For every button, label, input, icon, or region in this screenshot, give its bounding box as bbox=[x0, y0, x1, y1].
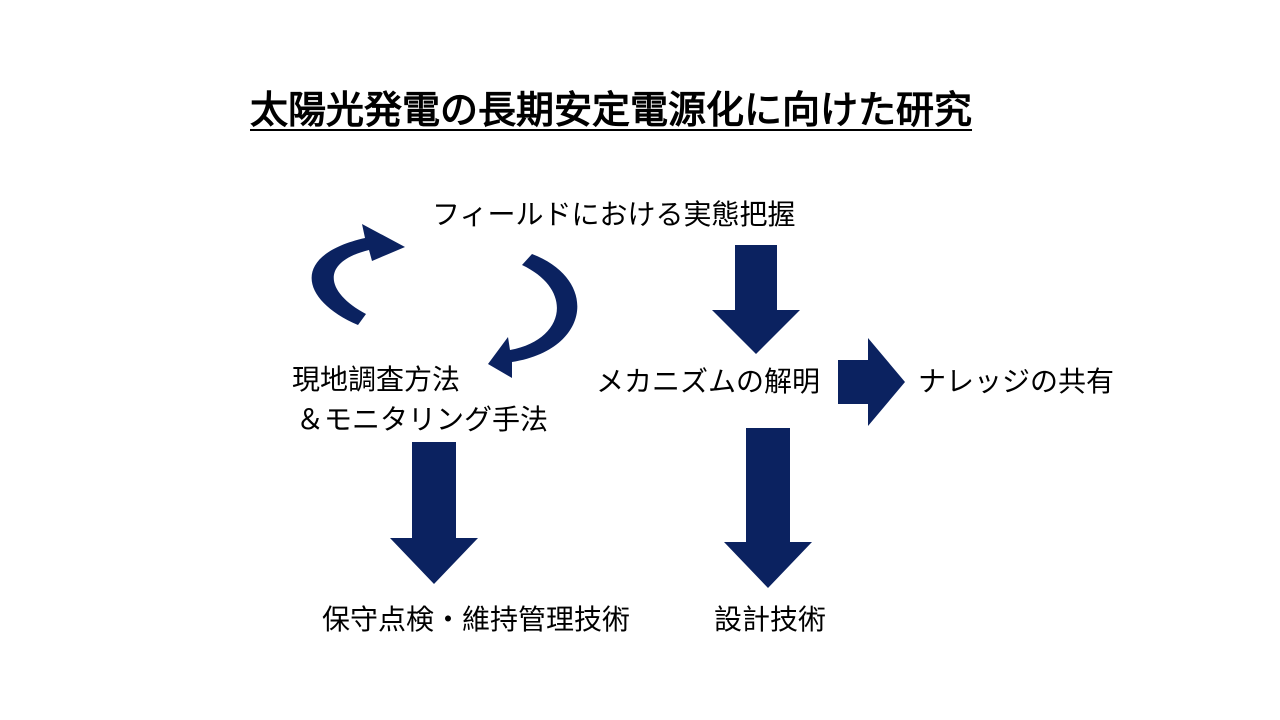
node-survey-method-line2: ＆モニタリング手法 bbox=[296, 403, 549, 436]
node-maintenance-tech: 保守点検・維持管理技術 bbox=[322, 603, 631, 636]
down-arrow-field-to-mechanism bbox=[712, 245, 800, 354]
node-knowledge-sharing: ナレッジの共有 bbox=[918, 365, 1115, 398]
down-arrow-mechanism-to-design bbox=[724, 428, 812, 588]
node-survey-method: 現地調査方法 ＆モニタリング手法 bbox=[292, 360, 548, 440]
right-arrow-mechanism-to-knowledge bbox=[838, 338, 905, 426]
curved-arrow-right bbox=[488, 254, 578, 378]
node-survey-method-line1: 現地調査方法 bbox=[292, 363, 461, 396]
node-field-survey: フィールドにおける実態把握 bbox=[432, 198, 796, 231]
node-mechanism: メカニズムの解明 bbox=[596, 365, 821, 398]
node-design-tech: 設計技術 bbox=[714, 603, 827, 636]
down-arrow-method-to-maintenance bbox=[390, 442, 478, 584]
slide-title: 太陽光発電の長期安定電源化に向けた研究 bbox=[250, 88, 973, 132]
curved-arrow-left bbox=[311, 224, 405, 325]
